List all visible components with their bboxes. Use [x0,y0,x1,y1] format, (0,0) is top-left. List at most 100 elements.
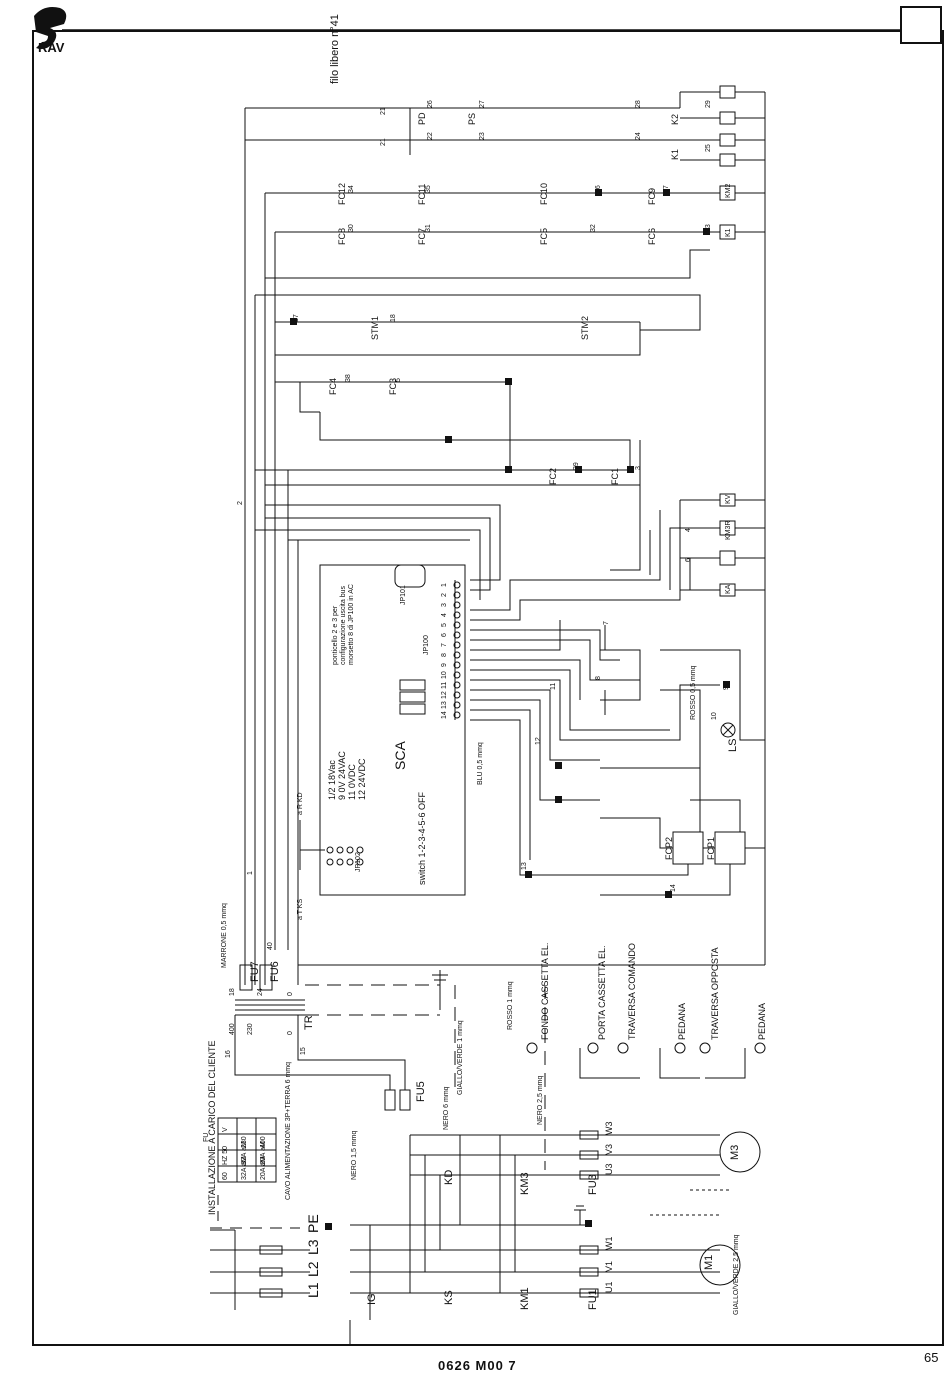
wire-nero6-label: NERO 6 mmq [443,1086,450,1130]
fuse-table-cell-0-1: 32A aM [241,1141,248,1165]
jp100-terminal-10: 10 [441,671,448,679]
component-fcp1: FCP1 [706,837,716,860]
wire-number: 39 [573,462,580,470]
voltage-note-4: 12 24VDC [357,758,367,800]
brand-logo-icon: RAV [34,7,67,55]
component-kd: KD [443,1170,455,1185]
phase-l1: L1 [305,1282,321,1298]
component-fc10: FC10 [539,183,549,205]
wire-number: 13 [521,862,528,870]
wire-number: 35 [425,185,432,193]
jp100-label: JP100 [423,635,430,655]
jp100-terminal-7: 7 [441,643,448,647]
jp101-label: JP101 [400,585,407,605]
voltage-note-2: 9 0V 24VAC [337,751,347,800]
sensor-1-label: FONDO CASSETTA EL. [540,943,550,1040]
wire-number: U1 [604,1281,614,1293]
jp100-terminal-9: 9 [441,663,448,667]
wire-number: 24 [635,132,642,140]
to-kd-label: a R KD [297,792,304,815]
component-km1: KM1 [519,1287,531,1310]
wire-number: 40 [267,942,274,950]
power-line-label: CAVO ALIMENTAZIONE 3P+TERRA 6 mmq [285,1062,292,1200]
component-fc3: FC3 [388,378,398,395]
fuse-table-cell-0-2: 20A aM [260,1141,267,1165]
wire-number: 32 [590,224,597,232]
component-km3: KM3 [519,1172,531,1195]
wire-number: 11 [550,683,557,690]
component-pd: PD [417,112,427,125]
component-ki: K1 [725,228,732,237]
tr-in-230: 230 [247,1023,254,1035]
wire-number: 28 [635,100,642,108]
tr-in-0: 0 [287,1031,294,1035]
wire-number: 17 [293,314,300,322]
wire-number: 7 [603,621,610,625]
wire-number: 8 [595,676,602,680]
jp100-terminal-1: 1 [441,583,448,587]
wire-number: 21 [380,138,387,146]
jumper-note-3: morsetto 8 di JP100 in AC [348,584,355,665]
component-tr: TR [303,1015,315,1030]
wire-nero25-label: NERO 2,5 mmq [537,1075,544,1125]
component-fc2: FC2 [548,468,558,485]
wire-giallo-label: GIALLO/VERDE 1 mmq [457,1020,464,1095]
wire-number: 18 [390,314,397,322]
wire-number: 23 [479,132,486,140]
wire-number: 12 [535,737,542,745]
wire-number: V3 [604,1144,614,1155]
wire-number: 38 [345,374,352,382]
component-ls: LS [727,739,739,752]
revision-box [900,6,942,44]
wire-marrone-label: MARRONE 0,5 mmq [221,903,228,968]
component-km3r: KM3R [725,521,732,540]
wire-number: U3 [604,1163,614,1175]
component-k1: K1 [670,149,680,160]
sensor-3-label: TRAVERSA COMANDO [627,943,637,1040]
phase-pe: PE [305,1214,321,1233]
switch-note: switch 1-2-3-4-5-6 OFF [417,791,427,885]
wire-giallo25-label: GIALLO/VERDE 2,5 mmq [733,1234,740,1315]
wire-number: 1 [247,871,254,875]
fuse-table-cell-1-0: 60 [222,1172,229,1180]
tr-out-24: 24 [257,988,264,996]
component-fc6: FC6 [647,228,657,245]
jp100-terminal-8: 8 [441,653,448,657]
jp100-terminal-4: 4 [441,613,448,617]
drawing-frame [32,30,944,1346]
tr-out-0: 0 [287,992,294,996]
jp100-terminal-14: 14 [441,711,448,719]
component-ig: IG [366,1293,378,1305]
document-code: 0626 M00 7 [438,1358,517,1373]
fuse-table-header-1: 230 [241,1136,248,1148]
jp100-terminal-3: 3 [441,603,448,607]
component-fc11: FC11 [417,184,427,205]
page-number: 65 [924,1350,939,1365]
svg-text:RAV: RAV [38,40,65,55]
sensor-6-label: PEDANA [757,1003,767,1040]
wire-number: 29 [705,100,712,108]
component-km2: KM2 [725,184,732,199]
wire-number: 14 [670,884,677,892]
tr-in-400: 400 [229,1023,236,1035]
jp100-terminal-5: 5 [441,623,448,627]
component-stm2: STM2 [580,316,590,340]
component-fcp2: FCP2 [664,837,674,860]
jp100-terminal-11: 11 [441,682,448,689]
jumper-note-1: ponticello 2 e 3 per [332,605,339,665]
voltage-note-1: 1/2 18Vac [327,760,337,800]
free-wire-label: filo libero n°41 [329,14,341,84]
component-fc5: FC5 [539,228,549,245]
component-fc7: FC7 [417,228,427,245]
wire-number: 36 [595,185,602,193]
fuse-table-header-2: 400 [260,1136,267,1148]
component-fc4: FC4 [328,378,338,395]
wire-rosso-label: ROSSO 1 mmq [507,981,514,1030]
component-ka: KA [725,584,732,594]
component-ks: KS [443,1290,455,1305]
jp102-label: JP102 [355,852,362,872]
wire-number: 30 [348,224,355,232]
jp100-terminal-6: 6 [441,633,448,637]
voltage-note-3: 11 0VDC [347,764,357,800]
wire-number: 2 [237,501,244,505]
